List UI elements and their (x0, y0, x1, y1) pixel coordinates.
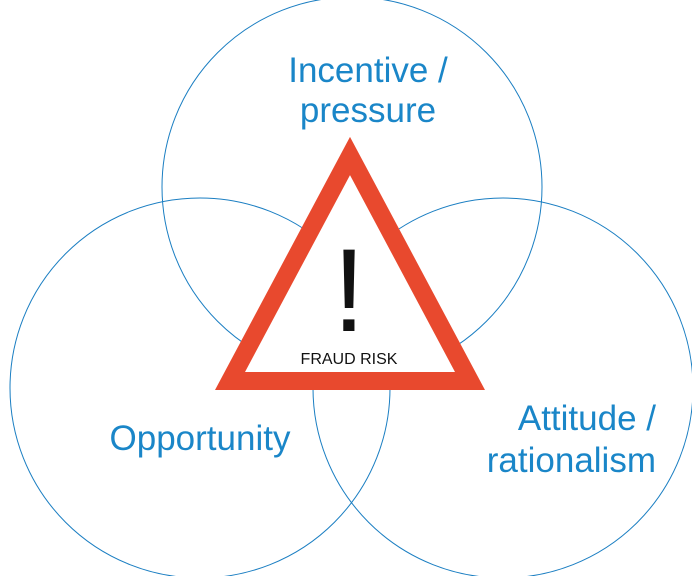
label-incentive-line2: pressure (300, 91, 436, 130)
warning-triangle-shape (215, 136, 485, 390)
label-opportunity: Opportunity (110, 419, 291, 458)
fraud-risk-caption: FRAUD RISK (301, 351, 398, 368)
label-incentive-line1: Incentive / (288, 51, 448, 90)
warning-exclamation-mark: ! (333, 225, 366, 357)
label-attitude-line2: rationalism (487, 441, 656, 480)
warning-triangle-icon: ! FRAUD RISK (215, 136, 485, 390)
label-attitude-line1: Attitude / (518, 399, 656, 438)
